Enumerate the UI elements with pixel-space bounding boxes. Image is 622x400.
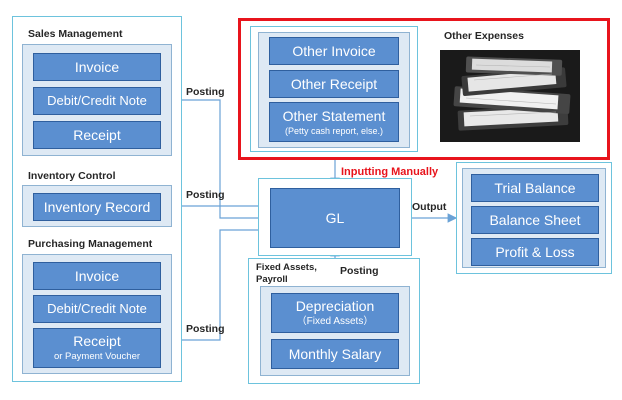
depreciation-block[interactable]: Depreciation （Fixed Assets）	[271, 293, 399, 333]
balance-sheet-label: Balance Sheet	[489, 211, 581, 228]
output-label: Output	[412, 201, 447, 213]
purchasing-receipt-sublabel: or Payment Voucher	[53, 350, 141, 362]
sales-invoice-label: Invoice	[74, 58, 120, 75]
other-receipt-label: Other Receipt	[290, 75, 378, 92]
purchasing-receipt-label: Receipt	[73, 333, 121, 350]
fixed-assets-title-line1: Fixed Assets,	[256, 262, 317, 273]
other-statement-label: Other Statement	[282, 107, 386, 124]
sales-posting-label: Posting	[186, 86, 225, 98]
sales-management-panel: Invoice Debit/Credit Note Receipt	[22, 44, 172, 156]
balance-sheet-block[interactable]: Balance Sheet	[471, 206, 599, 234]
sales-management-title: Sales Management	[28, 28, 123, 40]
sales-debit-credit-note-label: Debit/Credit Note	[47, 92, 147, 108]
depreciation-sublabel: （Fixed Assets）	[296, 316, 374, 328]
fixed-assets-title-line2: Payroll	[256, 273, 288, 285]
other-invoice-label: Other Invoice	[292, 42, 376, 59]
fixed-assets-panel: Depreciation （Fixed Assets） Monthly Sala…	[260, 286, 410, 376]
purchasing-receipt-block[interactable]: Receipt or Payment Voucher	[33, 328, 161, 368]
inventory-posting-label: Posting	[186, 189, 225, 201]
inventory-record-block[interactable]: Inventory Record	[33, 193, 161, 221]
purchasing-posting-label: Posting	[186, 323, 225, 335]
profit-loss-label: Profit & Loss	[495, 243, 575, 260]
other-invoice-block[interactable]: Other Invoice	[269, 37, 399, 65]
trial-balance-block[interactable]: Trial Balance	[471, 174, 599, 202]
profit-loss-block[interactable]: Profit & Loss	[471, 238, 599, 266]
inventory-control-title: Inventory Control	[28, 170, 116, 182]
inventory-control-panel: Inventory Record	[22, 185, 172, 227]
other-expenses-panel: Other Invoice Other Receipt Other Statem…	[258, 32, 410, 148]
inventory-record-label: Inventory Record	[43, 198, 151, 215]
sales-debit-credit-note-block[interactable]: Debit/Credit Note	[33, 87, 161, 115]
fixed-assets-posting-label: Posting	[340, 265, 379, 277]
trial-balance-label: Trial Balance	[494, 179, 576, 196]
monthly-salary-label: Monthly Salary	[288, 345, 382, 362]
purchasing-management-panel: Invoice Debit/Credit Note Receipt or Pay…	[22, 254, 172, 374]
fixed-assets-title: Fixed Assets, Payroll	[256, 262, 317, 286]
purchasing-debit-credit-note-label: Debit/Credit Note	[47, 300, 147, 316]
depreciation-label: Depreciation	[295, 298, 375, 315]
other-receipt-block[interactable]: Other Receipt	[269, 70, 399, 98]
inputting-manually-label: Inputting Manually	[341, 166, 439, 178]
gl-label: GL	[325, 209, 345, 226]
purchasing-debit-credit-note-block[interactable]: Debit/Credit Note	[33, 295, 161, 323]
sales-invoice-block[interactable]: Invoice	[33, 53, 161, 81]
other-expenses-title: Other Expenses	[444, 30, 524, 42]
purchasing-invoice-block[interactable]: Invoice	[33, 262, 161, 290]
other-statement-block[interactable]: Other Statement (Petty cash report, else…	[269, 102, 399, 142]
reports-panel: Trial Balance Balance Sheet Profit & Los…	[462, 168, 606, 268]
purchasing-invoice-label: Invoice	[74, 267, 120, 284]
gl-block[interactable]: GL	[270, 188, 400, 248]
sales-receipt-label: Receipt	[73, 126, 121, 143]
monthly-salary-block[interactable]: Monthly Salary	[271, 339, 399, 369]
purchasing-management-title: Purchasing Management	[28, 238, 153, 250]
stacked-binders-photo-icon	[440, 50, 580, 142]
other-statement-sublabel: (Petty cash report, else.)	[284, 125, 384, 136]
sales-receipt-block[interactable]: Receipt	[33, 121, 161, 149]
